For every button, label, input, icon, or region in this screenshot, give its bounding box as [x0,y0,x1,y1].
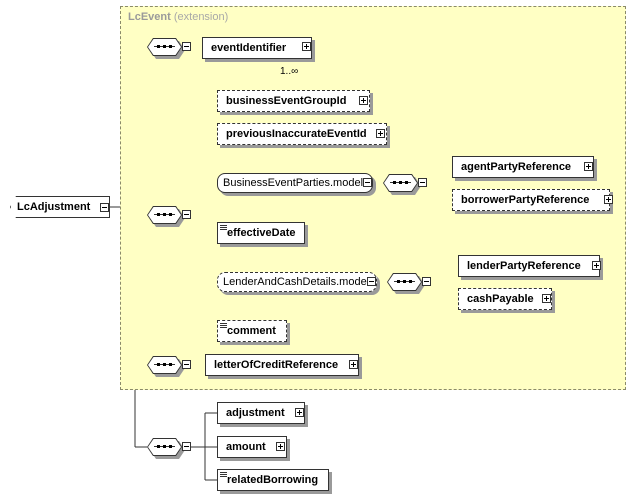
element-related-borrowing[interactable]: relatedBorrowing [217,469,329,491]
element-event-identifier[interactable]: eventIdentifier [202,37,312,59]
sequence-compositor-2[interactable] [147,206,185,227]
collapse-icon[interactable] [418,178,427,187]
element-label: comment [227,325,276,337]
collapse-icon[interactable] [182,42,191,51]
expand-icon[interactable] [376,129,385,138]
expand-icon[interactable] [302,42,311,51]
element-label: lenderPartyReference [467,260,581,272]
group-label: LenderAndCashDetails.model [223,276,370,288]
collapse-icon[interactable] [182,442,191,451]
expand-icon[interactable] [359,96,368,105]
collapse-icon[interactable] [363,178,372,187]
element-label: businessEventGroupId [226,95,347,107]
element-label: cashPayable [467,293,534,305]
element-cash-payable[interactable]: cashPayable [458,288,552,310]
element-borrower-party-reference[interactable]: borrowerPartyReference [452,189,610,211]
expand-icon[interactable] [295,408,304,417]
element-comment[interactable]: comment [217,320,287,342]
extension-name: LcEvent [128,11,171,23]
group-label: BusinessEventParties.model [223,177,364,189]
element-label: agentPartyReference [461,161,572,173]
expand-icon[interactable] [604,195,613,204]
element-label: adjustment [226,407,285,419]
collapse-icon[interactable] [100,203,109,212]
sequence-compositor-4[interactable] [387,273,425,294]
sequence-compositor-3[interactable] [383,174,421,195]
element-label: borrowerPartyReference [461,194,590,206]
group-lender-and-cash-details[interactable]: LenderAndCashDetails.model [217,272,377,292]
expand-icon[interactable] [584,162,593,171]
sequence-compositor-1[interactable] [147,38,185,59]
sequence-compositor-6[interactable] [147,438,185,459]
element-lender-party-reference[interactable]: lenderPartyReference [458,255,600,277]
element-agent-party-reference[interactable]: agentPartyReference [452,156,594,178]
element-label: eventIdentifier [211,42,287,54]
collapse-icon[interactable] [182,210,191,219]
expand-icon[interactable] [349,360,358,369]
element-adjustment[interactable]: adjustment [217,402,305,424]
expand-icon[interactable] [276,442,285,451]
sequence-compositor-5[interactable] [147,356,185,377]
element-letter-of-credit-reference[interactable]: letterOfCreditReference [205,354,359,376]
root-element-label: LcAdjustment [17,201,91,213]
element-label: amount [226,441,266,453]
element-previous-inaccurate-event-id[interactable]: previousInaccurateEventId [217,123,387,145]
expand-icon[interactable] [592,261,601,270]
multiplicity-label: 1..∞ [280,66,299,77]
extension-kind: (extension) [173,11,229,23]
element-label: letterOfCreditReference [214,359,339,371]
element-label: relatedBorrowing [227,474,319,486]
element-effective-date[interactable]: effectiveDate [217,222,305,244]
extension-title: LcEvent (extension) [128,11,228,23]
collapse-icon[interactable] [182,360,191,369]
group-business-event-parties[interactable]: BusinessEventParties.model [217,173,373,193]
element-amount[interactable]: amount [217,436,287,458]
root-element-lcadjustment[interactable]: LcAdjustment [10,196,110,218]
collapse-icon[interactable] [367,277,376,286]
element-label: previousInaccurateEventId [226,128,367,140]
expand-icon[interactable] [542,294,551,303]
element-business-event-group-id[interactable]: businessEventGroupId [217,90,370,112]
element-label: effectiveDate [227,227,296,239]
collapse-icon[interactable] [422,277,431,286]
